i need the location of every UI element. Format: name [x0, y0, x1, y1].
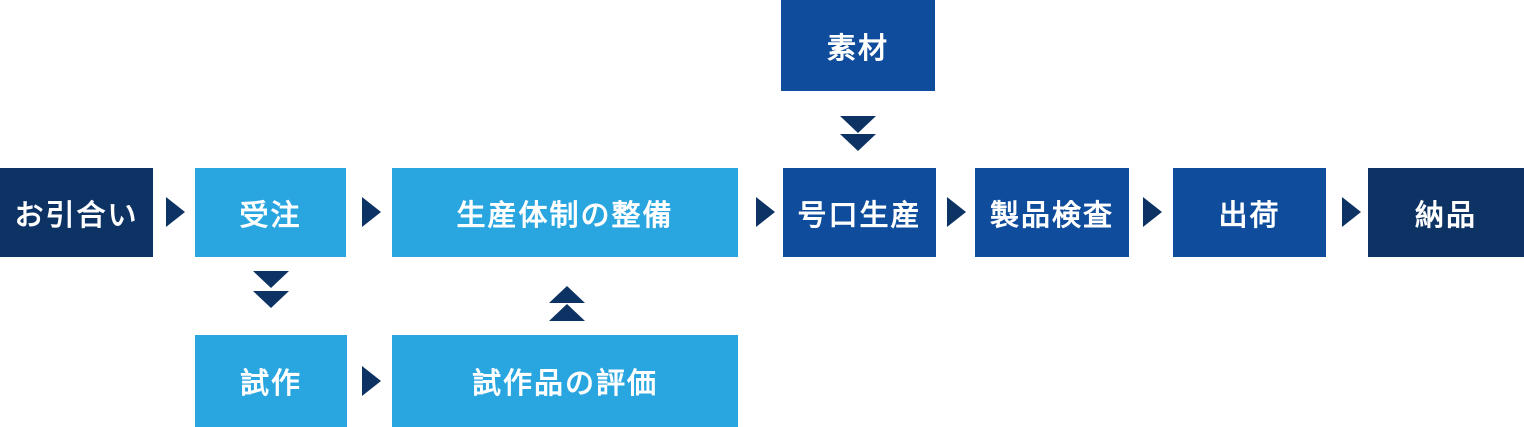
- flow-arrow-icon: [756, 197, 775, 227]
- flow-arrow-icon: [362, 197, 381, 227]
- flow-arrow-icon: [166, 197, 185, 227]
- flow-arrow-icon: [1342, 197, 1361, 227]
- node-order: 受注: [195, 168, 346, 257]
- node-delivery-label: 納品: [1414, 199, 1477, 232]
- flow-arrow-icon: [947, 197, 966, 227]
- double-chevron-up-icon: [549, 304, 585, 321]
- node-order-label: 受注: [239, 199, 302, 232]
- node-material-label: 素材: [826, 32, 889, 65]
- node-production-setup-label: 生産体制の整備: [456, 199, 674, 232]
- flow-arrow-icon: [362, 366, 381, 396]
- node-inquiry: お引合い: [0, 168, 153, 257]
- double-chevron-up-icon: [549, 286, 585, 303]
- node-prototype-evaluation-label: 試作品の評価: [471, 368, 658, 400]
- node-mass-production-label: 号口生産: [797, 199, 922, 232]
- node-shipment: 出荷: [1173, 168, 1326, 257]
- node-product-inspection-label: 製品検査: [989, 199, 1114, 232]
- node-product-inspection: 製品検査: [975, 168, 1129, 257]
- node-prototype-label: 試作: [239, 368, 302, 400]
- node-inquiry-label: お引合い: [14, 199, 139, 232]
- node-material: 素材: [781, 0, 935, 91]
- double-chevron-down-icon: [253, 291, 289, 308]
- node-shipment-label: 出荷: [1218, 199, 1281, 232]
- node-production-setup: 生産体制の整備: [392, 168, 738, 257]
- flow-arrow-icon: [1143, 197, 1162, 227]
- node-delivery: 納品: [1368, 168, 1524, 257]
- double-chevron-down-icon: [253, 271, 289, 288]
- double-chevron-down-icon: [840, 134, 876, 151]
- node-prototype: 試作: [195, 335, 347, 427]
- node-prototype-evaluation: 試作品の評価: [392, 335, 738, 427]
- double-chevron-down-icon: [840, 116, 876, 133]
- node-mass-production: 号口生産: [783, 168, 936, 257]
